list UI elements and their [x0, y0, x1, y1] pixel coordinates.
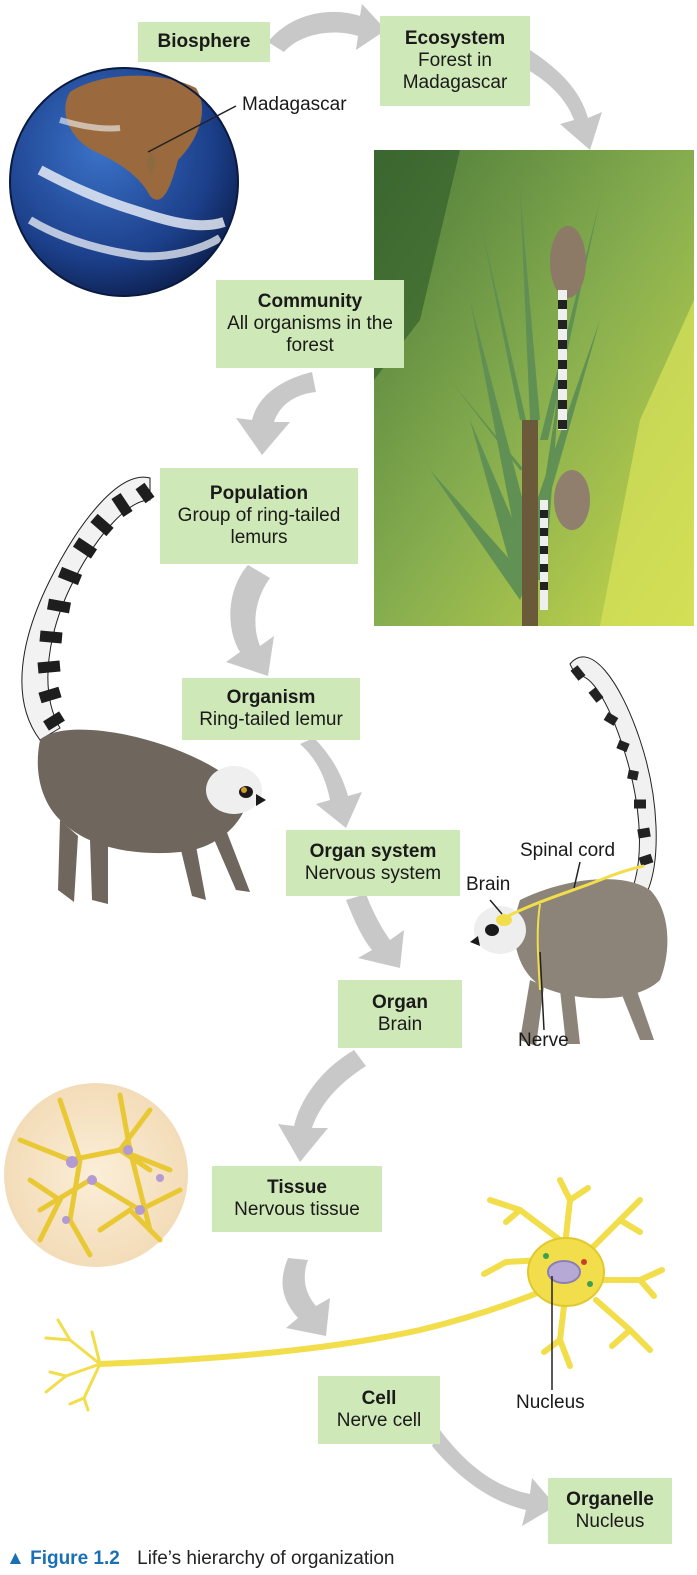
level-title: Organelle	[552, 1489, 668, 1511]
arrow-organ-system-to-organ	[346, 894, 404, 968]
level-box-population: Population Group of ring-tailed lemurs	[160, 468, 358, 564]
level-title: Ecosystem	[384, 28, 526, 50]
level-title: Organism	[186, 687, 356, 709]
level-title: Community	[220, 291, 400, 313]
label-nucleus: Nucleus	[516, 1392, 585, 1414]
label-madagascar: Madagascar	[242, 94, 347, 116]
forest-lemur-top	[550, 226, 586, 298]
level-title: Cell	[322, 1388, 436, 1410]
arrow-population-to-organism	[226, 565, 274, 676]
forest-photo	[374, 150, 694, 626]
level-description: Nucleus	[552, 1511, 668, 1533]
level-box-organism: Organism Ring-tailed lemur	[182, 678, 360, 740]
level-title: Population	[164, 483, 354, 505]
earth-globe	[10, 68, 238, 296]
arrow-organ-to-tissue	[278, 1050, 366, 1162]
label-brain: Brain	[466, 874, 510, 896]
level-description: Nervous tissue	[216, 1199, 378, 1221]
caption-text: Life’s hierarchy of organization	[137, 1548, 394, 1569]
label-nerve: Nerve	[518, 1030, 569, 1052]
nervous-tissue-circle	[4, 1083, 188, 1267]
level-description: Brain	[342, 1014, 458, 1036]
level-description: Nervous system	[290, 863, 456, 885]
level-box-tissue: Tissue Nervous tissue	[212, 1166, 382, 1232]
arrow-community-to-population	[236, 372, 316, 455]
arrow-biosphere-to-ecosystem	[268, 4, 386, 52]
level-box-community: Community All organisms in the forest	[216, 280, 404, 368]
arrow-cell-to-organelle	[432, 1430, 556, 1526]
level-box-ecosystem: Ecosystem Forest in Madagascar	[380, 16, 530, 106]
level-box-organ: Organ Brain	[338, 980, 462, 1048]
figure-caption: ▲ Figure 1.2 Life’s hierarchy of organiz…	[6, 1548, 394, 1570]
level-title: Organ system	[290, 841, 456, 863]
level-description: Forest in Madagascar	[384, 50, 526, 94]
arrow-tissue-to-cell	[283, 1258, 330, 1336]
level-title: Tissue	[216, 1177, 378, 1199]
forest-lemur-bottom	[554, 470, 590, 530]
level-box-biosphere: Biosphere	[138, 22, 270, 62]
arrow-organism-to-organ-system	[300, 738, 362, 828]
level-title: Biosphere	[142, 31, 266, 53]
arrow-ecosystem-to-forest	[528, 50, 602, 150]
level-description: Group of ring-tailed lemurs	[164, 505, 354, 549]
level-box-cell: Cell Nerve cell	[318, 1376, 440, 1444]
level-description: All organisms in the forest	[220, 313, 400, 357]
figure-number: ▲ Figure 1.2	[6, 1548, 120, 1569]
level-box-organelle: Organelle Nucleus	[548, 1478, 672, 1544]
level-description: Nerve cell	[322, 1410, 436, 1432]
level-title: Organ	[342, 992, 458, 1014]
level-description: Ring-tailed lemur	[186, 709, 356, 731]
level-box-organ-system: Organ system Nervous system	[286, 830, 460, 896]
label-spinal-cord: Spinal cord	[520, 840, 615, 862]
